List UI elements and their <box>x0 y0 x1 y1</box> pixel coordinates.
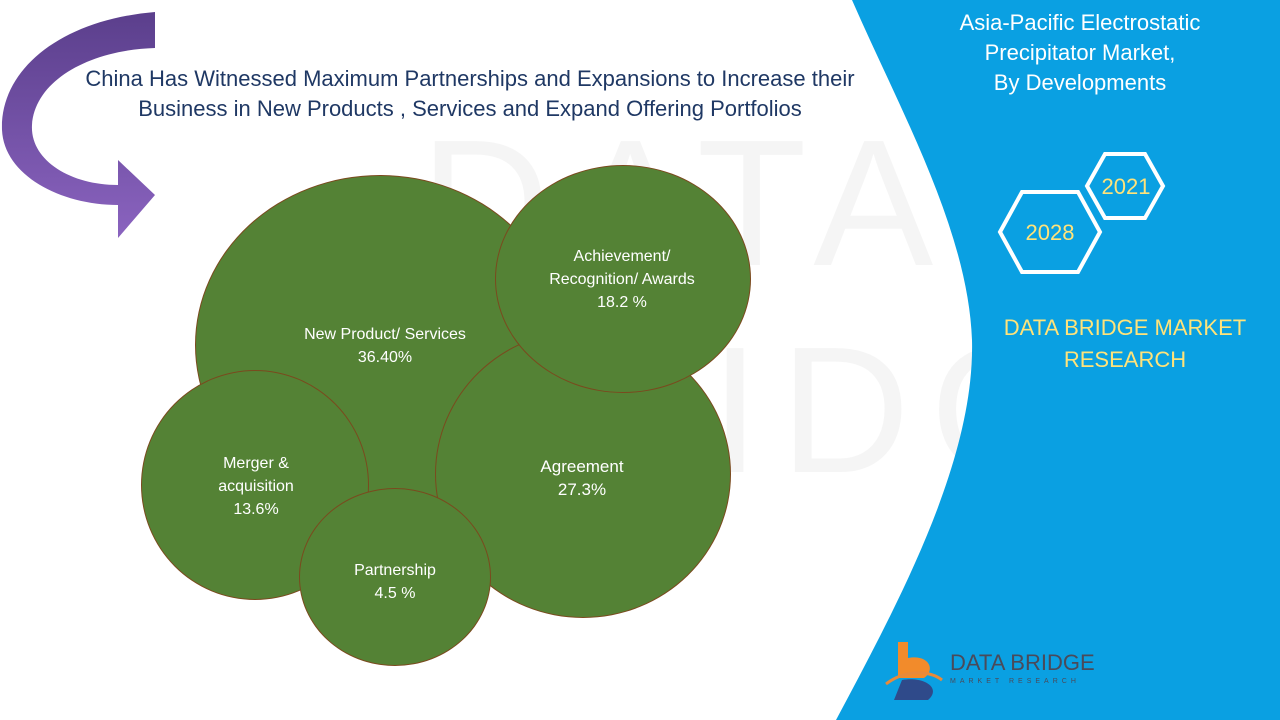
logo-name: DATA BRIDGE <box>950 650 1095 675</box>
year-2028: 2028 <box>1025 220 1075 245</box>
logo-b-icon <box>885 642 943 700</box>
year-2021: 2021 <box>1101 174 1151 199</box>
bubble-partnership <box>299 488 491 666</box>
hexagon-2021-icon <box>1084 152 1166 220</box>
bubble-achievement <box>495 165 751 393</box>
headline: China Has Witnessed Maximum Partnerships… <box>85 66 855 121</box>
curved-arrow-icon <box>1 12 155 238</box>
logo: DATA BRIDGE MARKET RESEARCH <box>884 640 1104 704</box>
hexagon-2028-icon <box>997 190 1103 274</box>
panel-title: Asia-Pacific Electrostatic Precipitator … <box>959 10 1201 95</box>
logo-tagline: MARKET RESEARCH <box>950 678 1080 685</box>
brand-text: DATA BRIDGE MARKET RESEARCH <box>1003 315 1247 372</box>
